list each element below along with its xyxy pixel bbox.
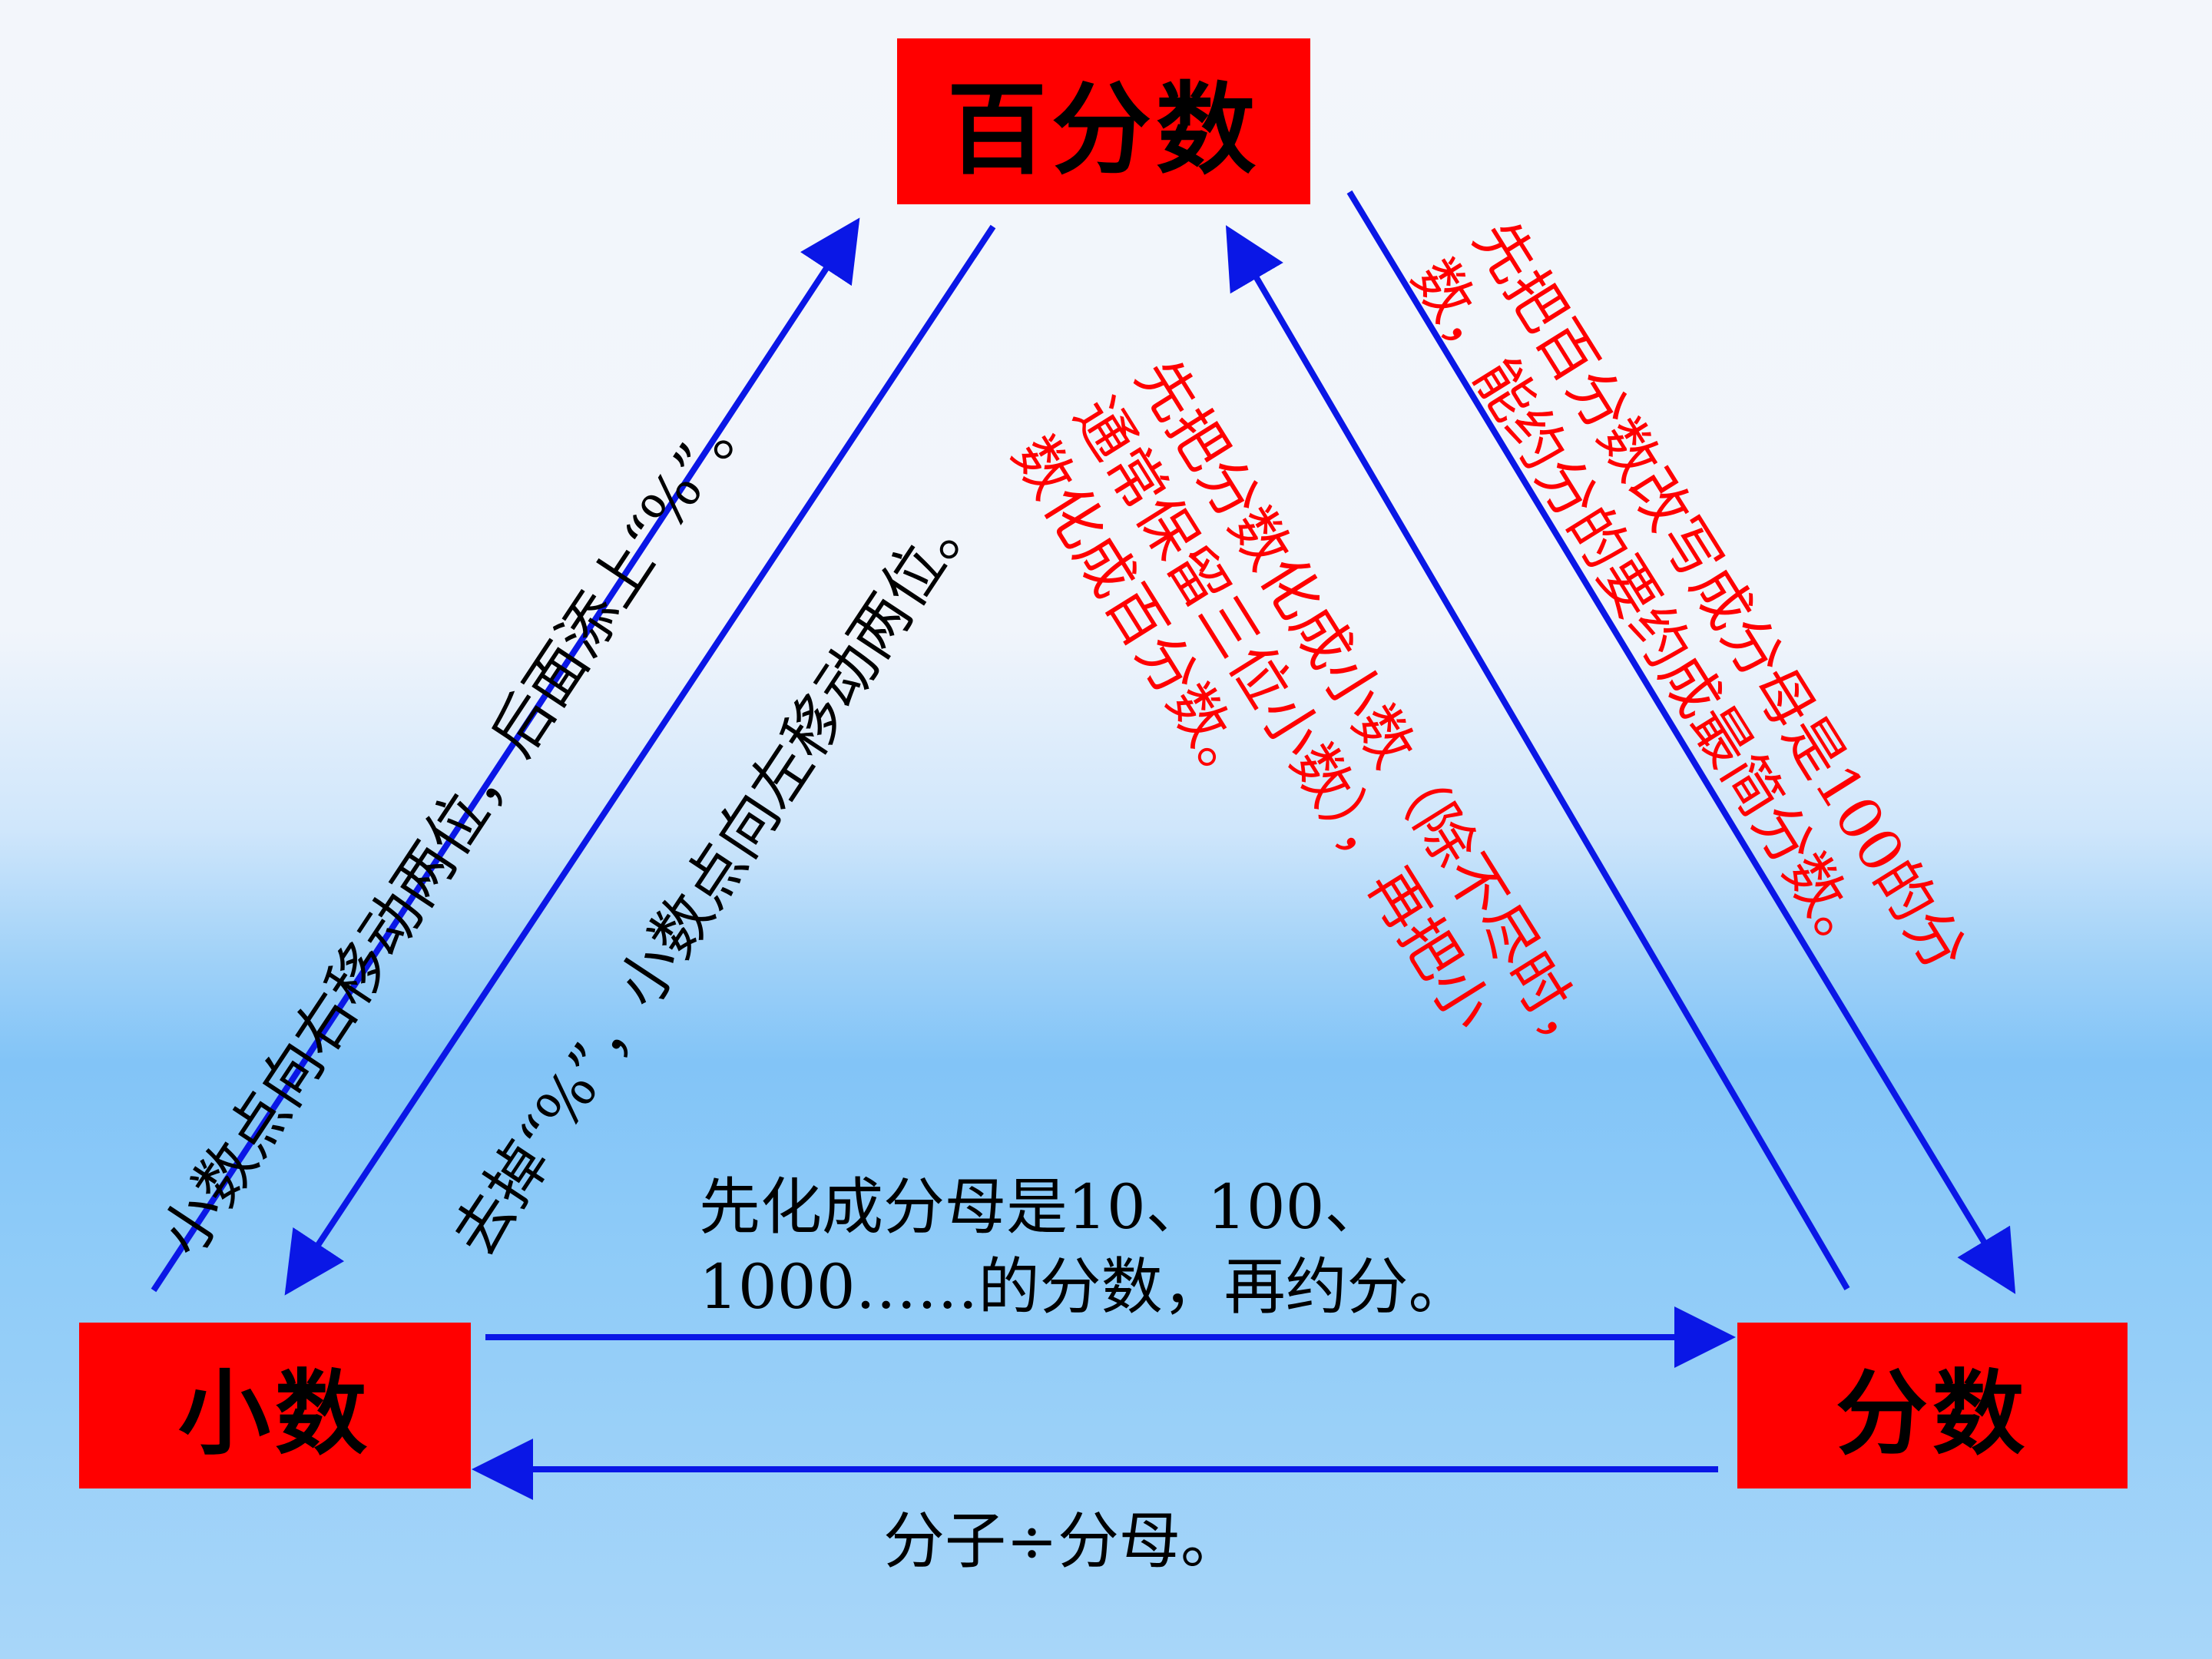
node-fraction: 分数: [1737, 1323, 2128, 1488]
label-decimal-to-fraction: 先化成分母是10、100、 1000……的分数，再约分。: [699, 1167, 1470, 1327]
arrow-percent-to-fraction: [1346, 190, 2016, 1294]
arrow-decimal-to-percent: [151, 217, 860, 1293]
arrow-fraction-to-percent: [1225, 225, 1850, 1291]
node-percent: 百分数: [897, 38, 1310, 204]
label-decimal-to-fraction-line: 1000……的分数，再约分。: [699, 1251, 1470, 1323]
arrow-percent-to-decimal: [284, 224, 996, 1296]
label-decimal-to-fraction-line: 先化成分母是10、100、: [699, 1171, 1386, 1243]
node-decimal: 小数: [79, 1323, 471, 1488]
label-fraction-to-decimal: 分子÷分母。: [883, 1505, 1243, 1577]
